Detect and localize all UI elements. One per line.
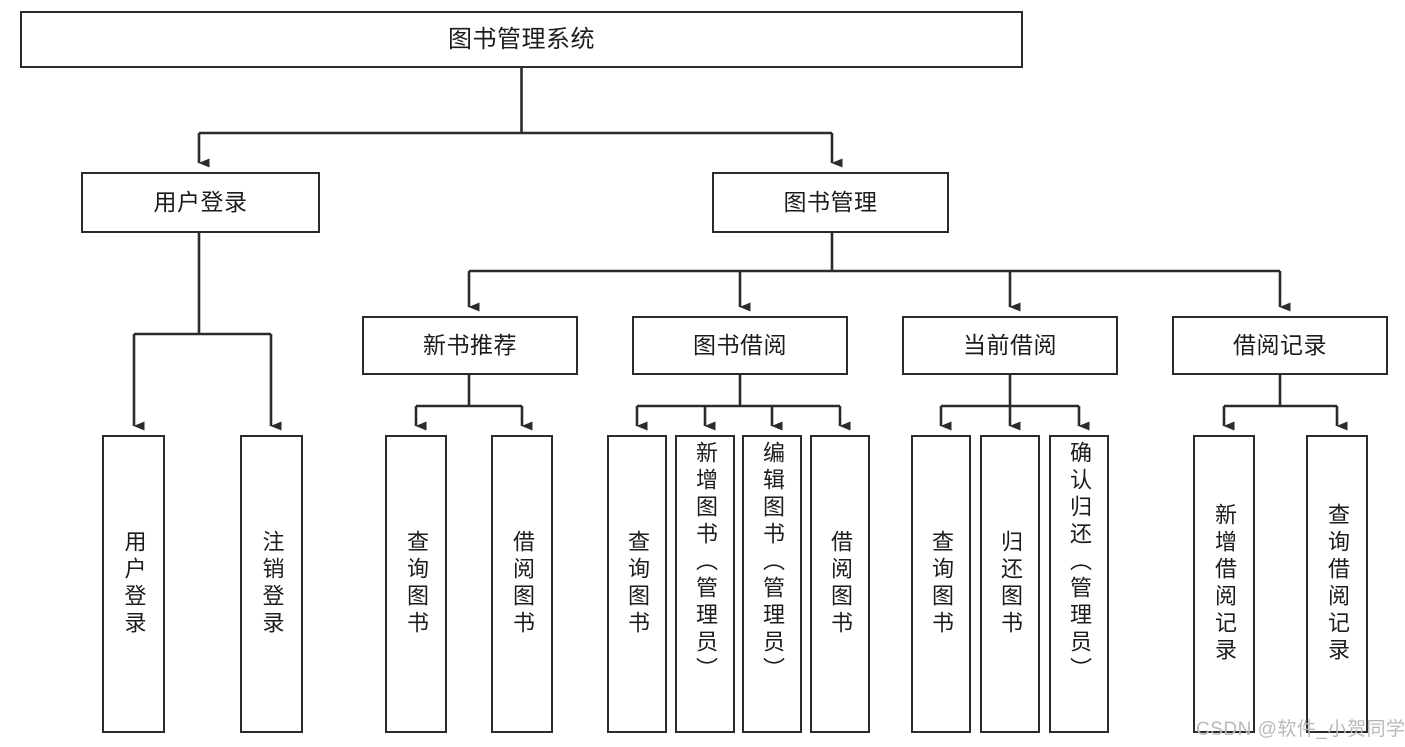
node-label: 借阅图书	[828, 530, 853, 638]
leaf-query-book-recommend[interactable]: 查询图书	[385, 435, 447, 733]
node-label: 编辑图书（管理员）	[760, 441, 785, 684]
leaf-return-book[interactable]: 归还图书	[980, 435, 1040, 733]
node-book-borrow[interactable]: 图书借阅	[632, 316, 848, 375]
leaf-edit-book-admin[interactable]: 编辑图书（管理员）	[742, 435, 802, 733]
leaf-borrow-book-recommend[interactable]: 借阅图书	[491, 435, 553, 733]
node-label: 新增借阅记录	[1212, 503, 1237, 665]
node-label: 借阅图书	[510, 530, 535, 638]
node-label: 新书推荐	[423, 332, 517, 359]
leaf-query-borrow-record[interactable]: 查询借阅记录	[1306, 435, 1368, 733]
leaf-add-borrow-record[interactable]: 新增借阅记录	[1193, 435, 1255, 733]
node-current-borrow[interactable]: 当前借阅	[902, 316, 1118, 375]
node-label: 用户登录	[153, 189, 248, 216]
node-label: 查询图书	[404, 530, 429, 638]
node-label: 当前借阅	[963, 332, 1057, 359]
node-label: 归还图书	[998, 530, 1023, 638]
node-label: 用户登录	[121, 530, 147, 638]
node-root-system[interactable]: 图书管理系统	[20, 11, 1023, 68]
node-borrow-record[interactable]: 借阅记录	[1172, 316, 1388, 375]
node-label: 图书管理系统	[448, 25, 595, 53]
node-label: 图书借阅	[693, 332, 787, 359]
node-label: 图书管理	[783, 189, 878, 216]
node-label: 注销登录	[259, 530, 285, 638]
leaf-user-login[interactable]: 用户登录	[102, 435, 165, 733]
leaf-borrow-book[interactable]: 借阅图书	[810, 435, 870, 733]
node-user-login[interactable]: 用户登录	[81, 172, 320, 233]
leaf-confirm-return-admin[interactable]: 确认归还（管理员）	[1049, 435, 1109, 733]
node-label: 确认归还（管理员）	[1067, 441, 1092, 684]
leaf-query-book-borrow[interactable]: 查询图书	[607, 435, 667, 733]
node-label: 查询图书	[929, 530, 954, 638]
leaf-query-book-current[interactable]: 查询图书	[911, 435, 971, 733]
node-book-management[interactable]: 图书管理	[712, 172, 949, 233]
node-label: 查询图书	[625, 530, 650, 638]
node-label: 新增图书（管理员）	[693, 441, 718, 684]
node-new-book-recommend[interactable]: 新书推荐	[362, 316, 578, 375]
leaf-logout[interactable]: 注销登录	[240, 435, 303, 733]
node-label: 查询借阅记录	[1325, 503, 1350, 665]
leaf-add-book-admin[interactable]: 新增图书（管理员）	[675, 435, 735, 733]
node-label: 借阅记录	[1233, 332, 1327, 359]
